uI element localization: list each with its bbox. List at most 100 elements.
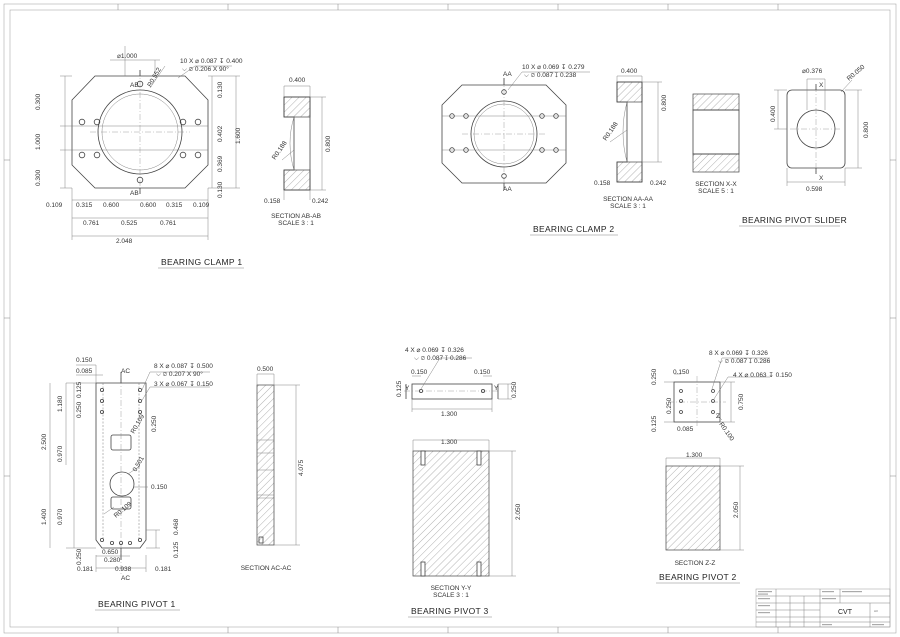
bearing-pivot-2-top-view: 0.250 0.150 0.250 0.125 0.085 0.750 R0.1… xyxy=(651,349,792,443)
clamp1-dim-0315a: 0.315 xyxy=(76,202,93,209)
pivot3-dim-2050: 2.050 xyxy=(515,503,522,520)
pivot1-dim-1180: 1.180 xyxy=(57,395,64,412)
pivot1-dim-0150b: 0.150 xyxy=(151,484,168,491)
clamp1-sec-scale: SCALE 3 : 1 xyxy=(278,220,314,227)
pivot3-dim-0150b: 0.150 xyxy=(474,369,491,376)
clamp2-mark-bottom: AA xyxy=(503,186,512,193)
clamp1-dim-1000: 1.000 xyxy=(35,133,42,150)
bearing-clamp-2-view: 10 X ⌀ 0.069 ↧ 0.279 ⌵ ⌀ 0.087 ↧ 0.238 A… xyxy=(441,63,618,236)
pivot2-dim-1300: 1.300 xyxy=(686,452,703,459)
pivot1-dim-0181a: 0.181 xyxy=(77,566,94,573)
pivot1-dim-0970a: 0.970 xyxy=(57,445,64,462)
clamp2-hole-note-2: ⌵ ⌀ 0.087 ↧ 0.238 xyxy=(524,72,577,79)
pivot3-note-4x: 4 X ⌀ 0.069 ↧ 0.326 xyxy=(405,346,464,354)
clamp1-dim-0369: 0.369 xyxy=(217,155,224,172)
pivot2-note-8x-2: ⌵ ⌀ 0.087 ↧ 0.286 xyxy=(718,358,771,365)
clamp2-sec-dim-0158: 0.158 xyxy=(594,180,611,187)
pivot2-dim-2050: 2.050 xyxy=(733,501,740,518)
pivot1-sec-dim-0500: 0.500 xyxy=(257,366,274,373)
pivot1-dim-0970b: 0.970 xyxy=(57,508,64,525)
pivot1-dim-0650: 0.650 xyxy=(102,549,119,556)
clamp1-dim-0109b: 0.109 xyxy=(193,202,210,209)
clamp1-sec-dim-0242: 0.242 xyxy=(312,198,329,205)
pivot1-sec-dim-4075: 4.075 xyxy=(298,459,305,476)
pivot1-dim-0250c: 0.250 xyxy=(151,415,158,432)
clamp2-sec-scale: SCALE 3 : 1 xyxy=(610,203,646,210)
pivot1-dim-0938: 0.938 xyxy=(115,566,132,573)
clamp1-sec-dim-0400: 0.400 xyxy=(289,77,306,84)
slider-mark-top: X xyxy=(819,82,824,89)
pivot2-note-4x: 4 X ⌀ 0.063 ↧ 0.150 xyxy=(733,371,792,379)
pivot1-sec-caption: SECTION AC-AC xyxy=(241,565,292,572)
pivot3-dim-0125: 0.125 xyxy=(396,380,403,397)
bearing-pivot-1-view: AC AC 0.150 0.085 0.125 1.180 0.250 2.50… xyxy=(41,357,213,611)
pivot1-radius-b: R0.109 xyxy=(113,500,134,519)
pivot2-dim-0125: 0.125 xyxy=(651,415,658,432)
clamp1-dim-0761b: 0.761 xyxy=(160,220,177,227)
bearing-clamp-1-view: ⌀1.000 R0.552 10 X ⌀ 0.087 ↧ 0.400 ⌵ ⌀ 0… xyxy=(35,46,244,269)
pivot1-dim-0280: 0.280 xyxy=(104,557,121,564)
slider-sec-scale: SCALE 5 : 1 xyxy=(698,188,734,195)
slider-sec-caption: SECTION X-X xyxy=(695,181,737,188)
clamp1-dim-0761a: 0.761 xyxy=(83,220,100,227)
pivot1-dim-0125: 0.125 xyxy=(76,381,83,398)
slider-dim-0400: 0.400 xyxy=(770,105,777,122)
pivot3-dim-0250: 0.250 xyxy=(511,381,518,398)
pivot1-dim-0181b: 0.181 xyxy=(155,566,172,573)
pivot1-note-8x: 8 X ⌀ 0.087 ↧ 0.500 xyxy=(154,362,213,370)
clamp2-sec-dim-0800: 0.800 xyxy=(661,94,668,111)
clamp2-sec-radius: R0.188 xyxy=(602,121,620,142)
clamp1-section-view: 0.400 0.800 R0.188 0.158 0.242 SECTION A… xyxy=(264,77,332,227)
pivot3-note-4x-2: ⌵ ⌀ 0.087 ↧ 0.286 xyxy=(414,355,467,362)
pivot3-dim-0150a: 0.150 xyxy=(411,369,428,376)
clamp1-radius-dim: R0.552 xyxy=(146,66,163,88)
pivot3-dim-1300a: 1.300 xyxy=(441,411,458,418)
pivot1-dim-0085: 0.085 xyxy=(76,368,93,375)
pivot1-dim-1400: 1.400 xyxy=(41,508,48,525)
clamp1-hole-note-2: ⌵ ⌀ 0.206 X 90° xyxy=(182,65,229,73)
bearing-pivot-slider-title: BEARING PIVOT SLIDER xyxy=(742,215,847,225)
pivot3-mark-left: Y xyxy=(405,385,410,392)
title-block-sheet-size: A3 xyxy=(874,609,878,613)
pivot2-dim-0085: 0.085 xyxy=(677,426,694,433)
pivot1-dim-0125b: 0.125 xyxy=(173,541,180,558)
clamp1-dim-0402: 0.402 xyxy=(217,125,224,142)
clamp2-sec-dim-0242: 0.242 xyxy=(650,180,667,187)
clamp1-sec-dim-0800: 0.800 xyxy=(325,135,332,152)
clamp1-dim-0525: 0.525 xyxy=(121,220,138,227)
slider-dim-0598: 0.598 xyxy=(806,186,823,193)
pivot3-sec-caption: SECTION Y-Y xyxy=(431,585,472,592)
clamp1-sec-radius: R0.188 xyxy=(271,140,289,161)
title-block: CVT A3 xyxy=(755,588,891,628)
clamp1-sec-dim-0158: 0.158 xyxy=(264,198,281,205)
clamp1-dim-1600: 1.600 xyxy=(235,127,242,144)
clamp2-sec-dim-0400: 0.400 xyxy=(621,68,638,75)
clamp1-dim-0109a: 0.109 xyxy=(46,202,63,209)
clamp1-dim-0315b: 0.315 xyxy=(166,202,183,209)
bearing-pivot-slider-view: ⌀0.376 R0.050 X X 0.400 0.800 0.598 BEAR… xyxy=(739,63,870,227)
clamp1-mark-top: AB xyxy=(130,82,139,89)
bearing-clamp-1-title: BEARING CLAMP 1 xyxy=(161,257,242,267)
pivot1-dim-2500: 2.500 xyxy=(41,433,48,450)
pivot2-sec-caption: SECTION Z-Z xyxy=(675,560,716,567)
sheet-frame xyxy=(3,3,897,634)
slider-section-view: SECTION X-X SCALE 5 : 1 xyxy=(692,93,740,195)
clamp1-dim-0300b: 0.300 xyxy=(35,169,42,186)
pivot1-mark-top: AC xyxy=(121,368,130,375)
clamp1-dim-0600a: 0.600 xyxy=(103,202,120,209)
bearing-pivot-2-title: BEARING PIVOT 2 xyxy=(659,572,737,582)
slider-radius-dim: R0.050 xyxy=(846,63,867,82)
clamp1-dim-0130a: 0.130 xyxy=(217,81,224,98)
pivot2-mark: Z xyxy=(716,413,720,420)
clamp1-dim-2048: 2.048 xyxy=(116,238,133,245)
title-block-drawing-title: CVT xyxy=(838,609,853,616)
pivot2-dim-0150: 0.150 xyxy=(673,369,690,376)
pivot1-dim-0250a: 0.250 xyxy=(76,401,83,418)
slider-mark-bottom: X xyxy=(819,175,824,182)
pivot1-note-3x: 3 X ⌀ 0.067 ↧ 0.150 xyxy=(154,380,213,388)
pivot2-dim-0750: 0.750 xyxy=(738,393,745,410)
clamp2-sec-caption: SECTION AA-AA xyxy=(603,196,654,203)
clamp1-sec-caption: SECTION AB-AB xyxy=(271,213,321,220)
bearing-pivot-3-top-view: 4 X ⌀ 0.069 ↧ 0.326 ⌵ ⌀ 0.087 ↧ 0.286 Y … xyxy=(396,346,518,418)
